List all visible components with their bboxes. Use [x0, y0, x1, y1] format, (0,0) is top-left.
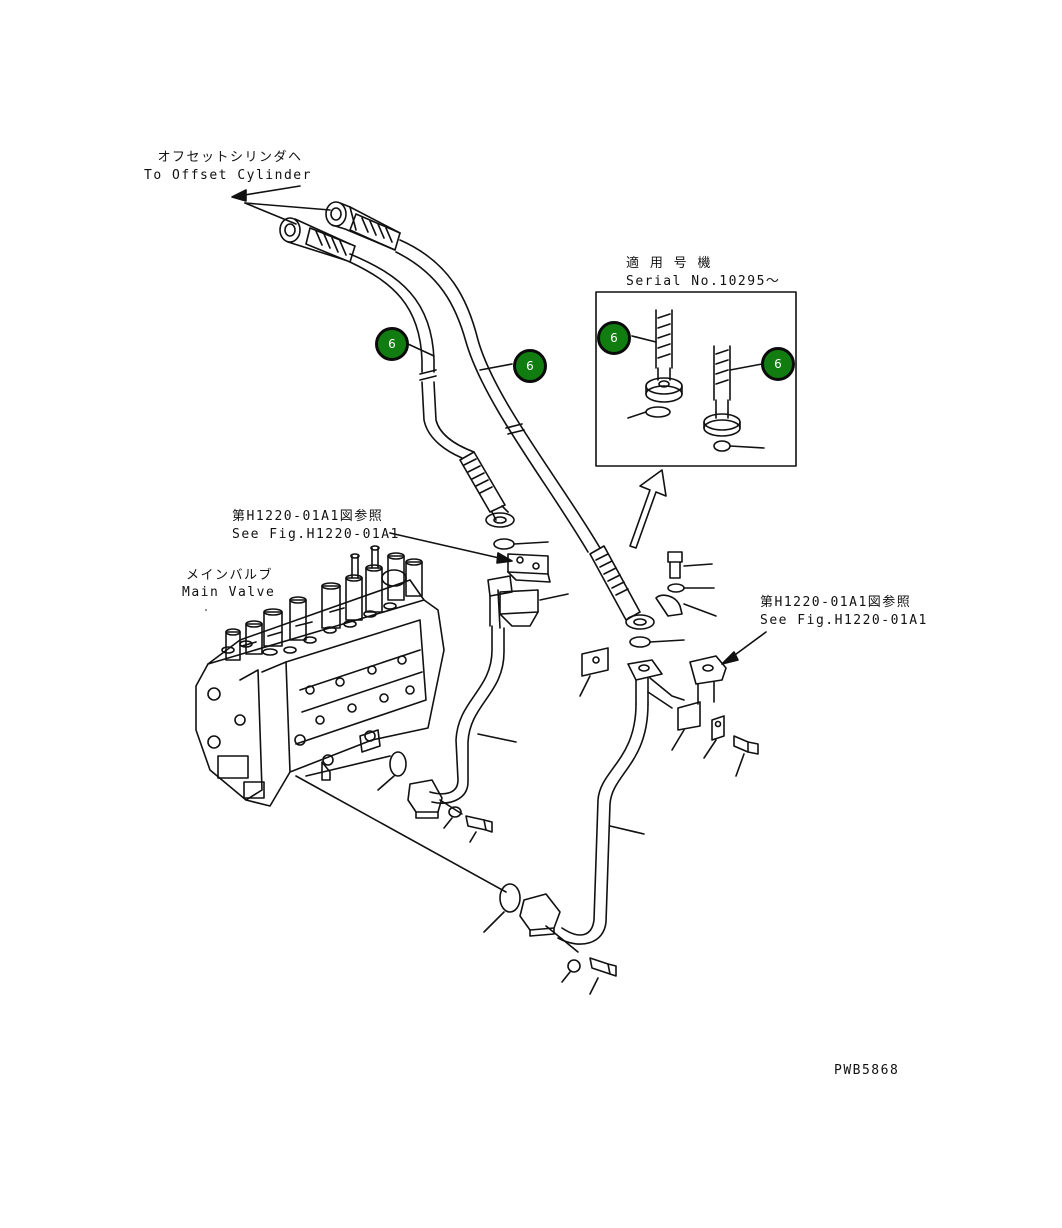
see-fig-left-leader [389, 532, 513, 564]
offset-cylinder-label-jp: オフセットシリンダヘ [157, 150, 303, 165]
see-fig-left-en: See Fig.H1220-01A1 [232, 527, 400, 542]
serial-inset [595, 291, 797, 467]
offset-cylinder-label-en: To Offset Cylinder [144, 168, 312, 183]
right-pipe-assembly [483, 551, 767, 995]
main-valve-label-jp: メインバルブ [186, 568, 274, 583]
inset-arrow [629, 469, 667, 549]
part-callout-6-left-hose[interactable]: 6 [375, 327, 409, 361]
serial-label-jp: 適 用 号 機 [626, 256, 712, 271]
serial-label-en: Serial No.10295～ [626, 274, 781, 289]
valve-leader [295, 775, 507, 893]
see-fig-right-en: See Fig.H1220-01A1 [760, 613, 928, 628]
see-fig-left-jp: 第H1220-01A1図参照 [232, 509, 384, 524]
hose-fittings-top [279, 201, 401, 263]
part-callout-6-inset-left[interactable]: 6 [597, 321, 631, 355]
callout-leaders [407, 335, 763, 371]
main-valve [195, 545, 445, 807]
part-callout-6-inset-right[interactable]: 6 [761, 347, 795, 381]
drawing-number: PWB5868 [834, 1063, 900, 1078]
hoses [349, 239, 655, 630]
offset-cylinder-arrow [231, 185, 331, 225]
part-callout-6-right-hose[interactable]: 6 [513, 349, 547, 383]
see-fig-right-jp: 第H1220-01A1図参照 [760, 595, 912, 610]
left-pipe-assembly [377, 538, 569, 843]
main-valve-label-en: Main Valve [182, 585, 276, 600]
